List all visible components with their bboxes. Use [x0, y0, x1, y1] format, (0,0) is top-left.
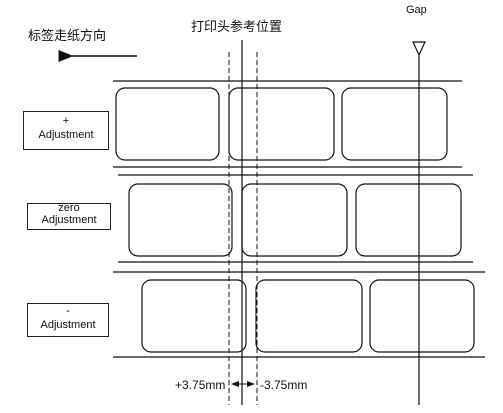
label-2: [241, 183, 348, 257]
adjustment-box-zero: zero Adjustment: [27, 202, 111, 230]
adjustment-sign: zero: [58, 202, 80, 214]
feed-direction-label: 标签走纸方向: [28, 28, 107, 43]
label-row-minus: [113, 271, 485, 358]
label-1: [128, 183, 233, 257]
adjustment-box-minus: - Adjustment: [27, 303, 109, 337]
label-2: [228, 87, 335, 161]
label-row-plus: [113, 80, 462, 168]
label-3: [355, 183, 462, 257]
adjustment-label: Adjustment: [40, 319, 96, 331]
label-3: [341, 87, 448, 161]
adjustment-label: Adjustment: [41, 214, 97, 226]
gap-marker-triangle: [412, 41, 426, 57]
label-3: [369, 279, 475, 353]
label-row-zero: [118, 174, 473, 263]
print-head-position-label: 打印头参考位置: [191, 19, 283, 34]
gap-label: Gap: [406, 4, 427, 16]
adjustment-box-plus: + Adjustment: [23, 111, 109, 150]
label-2: [255, 279, 363, 353]
minus-offset-label: -3.75mm: [260, 378, 308, 392]
adjustment-sign: +: [62, 115, 70, 127]
adjustment-label: Adjustment: [38, 129, 94, 141]
adjustment-sign: -: [66, 305, 70, 317]
label-1: [115, 87, 220, 161]
plus-offset-label: +3.75mm: [175, 378, 226, 392]
label-1: [141, 279, 247, 353]
